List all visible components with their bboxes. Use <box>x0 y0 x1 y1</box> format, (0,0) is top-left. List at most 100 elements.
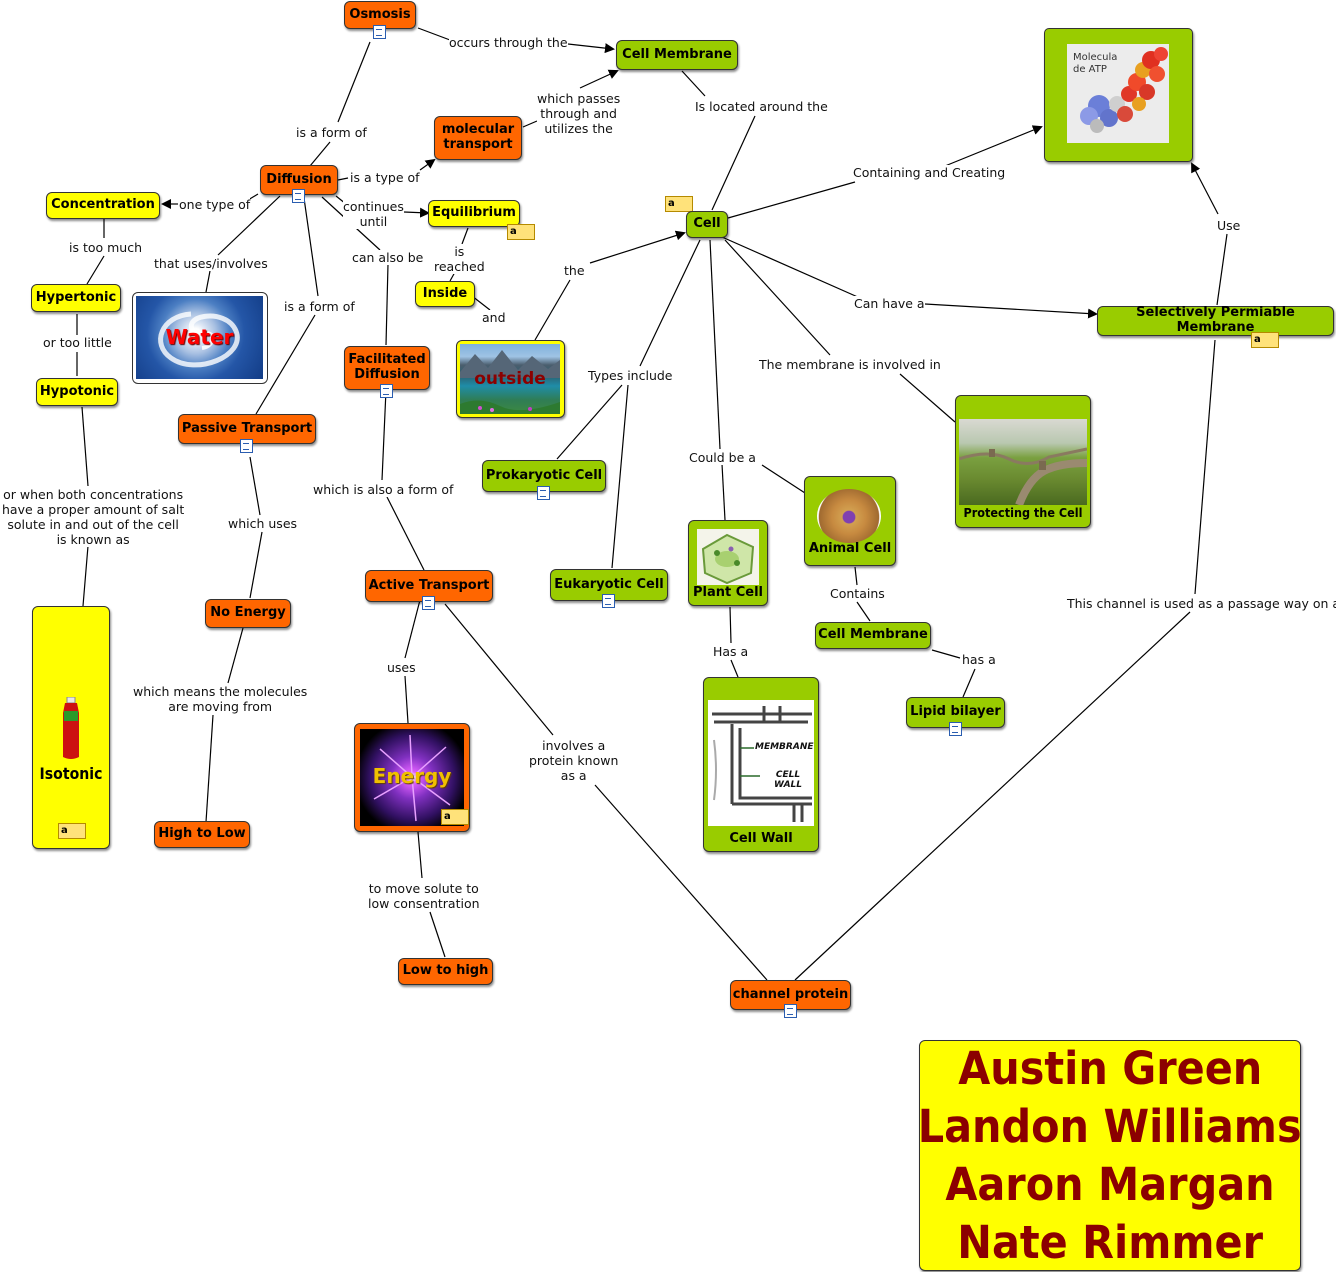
node-animal-cell[interactable]: Animal Cell <box>804 476 896 566</box>
label-types-include: Types include <box>588 368 673 383</box>
node-cell-wall[interactable]: MEMBRANE CELL WALL Cell Wall <box>703 677 819 852</box>
node-cell[interactable]: Cell <box>686 211 728 238</box>
node-no-energy[interactable]: No Energy <box>205 599 291 628</box>
author-name: Aaron Margan <box>945 1157 1275 1211</box>
link-whichuses-noenergy <box>249 531 263 599</box>
node-hypertonic[interactable]: Hypertonic <box>31 284 121 312</box>
node-outside[interactable]: outside <box>456 340 565 418</box>
link-cellmem-hasa2 <box>931 649 961 659</box>
node-cell-membrane-top[interactable]: Cell Membrane <box>616 40 738 70</box>
cell-note-icon[interactable]: a <box>665 196 693 212</box>
label-is-a-type-of: is a type of <box>350 170 420 185</box>
link-spm-channelused <box>1194 339 1216 595</box>
node-molecular-transport[interactable]: molecular transport <box>434 116 522 160</box>
node-molecula-atp[interactable]: Molecula de ATP <box>1044 28 1193 162</box>
label-and: and <box>482 310 506 325</box>
link-facdiff-whichalso <box>381 389 387 481</box>
author-name: Nate Rimmer <box>957 1215 1263 1269</box>
node-plant-cell[interactable]: Plant Cell <box>688 520 768 606</box>
label-occurs-through-the: occurs through the <box>449 35 568 50</box>
node-osmosis[interactable]: Osmosis <box>344 1 416 29</box>
node-high-to-low[interactable]: High to Low <box>154 821 250 848</box>
channel-protein-doc-icon[interactable] <box>784 1004 797 1018</box>
label-has-a-2: has a <box>962 652 996 667</box>
eukaryotic-doc-icon[interactable] <box>602 594 615 608</box>
link-containing-atp <box>944 125 1043 167</box>
spm-note-icon[interactable]: a <box>1251 332 1279 348</box>
authors-box: Austin Green Landon Williams Aaron Marga… <box>918 1040 1302 1271</box>
label-which-means: which means the molecules are moving fro… <box>133 684 308 714</box>
link-tomove-low <box>429 911 446 958</box>
label-is-a-form-of-2: is a form of <box>284 299 355 314</box>
equilibrium-note-icon[interactable]: a <box>507 224 535 240</box>
passive-doc-icon[interactable] <box>240 439 253 453</box>
link-orwhen-isotonic <box>82 545 89 607</box>
link-active-involves <box>444 603 554 736</box>
atp-molecule-drawing <box>1080 47 1168 133</box>
label-that-uses-involves: that uses/involves <box>154 256 268 271</box>
link-equil-isreached <box>461 227 469 245</box>
node-inside[interactable]: Inside <box>415 281 475 307</box>
node-concentration[interactable]: Concentration <box>46 192 160 219</box>
link-plant-hasa <box>729 606 732 644</box>
node-water[interactable]: Water <box>132 292 268 384</box>
label-the: the <box>564 263 585 278</box>
label-to-move-solute: to move solute to low consentration <box>368 881 480 911</box>
plasma-arcs <box>373 734 451 822</box>
label-has-a-1: Has a <box>713 644 749 659</box>
link-label-cell-membrane <box>567 43 615 54</box>
node-eukaryotic-cell[interactable]: Eukaryotic Cell <box>550 569 668 601</box>
label-continues-until: continues until <box>343 199 404 229</box>
link-use-atp <box>1191 162 1219 215</box>
node-facilitated-diffusion[interactable]: Facilitated Diffusion <box>344 346 430 390</box>
link-cell-containing <box>727 181 856 219</box>
node-selectively-permiable-membrane[interactable]: Selectively Permiable Membrane <box>1097 305 1334 336</box>
plant-cell-image <box>697 529 759 585</box>
protecting-the-cell-label: Protecting the Cell <box>963 505 1083 520</box>
cell-wall-drawing <box>712 706 812 822</box>
link-types-euk <box>611 384 629 569</box>
link-cell-types <box>639 239 701 367</box>
plant-cell-drawing <box>701 533 755 585</box>
link-type-moltrans <box>419 158 436 171</box>
node-isotonic[interactable]: Isotonic a <box>32 606 110 849</box>
label-or-when-both: or when both concentrations have a prope… <box>2 487 185 547</box>
prokaryotic-doc-icon[interactable] <box>537 486 550 500</box>
node-low-to-high[interactable]: Low to high <box>398 958 493 985</box>
node-equilibrium[interactable]: Equilibrium <box>428 200 520 227</box>
label-is-located-around-the: Is located around the <box>695 99 828 114</box>
node-cell-membrane-lower[interactable]: Cell Membrane <box>815 622 931 649</box>
link-active-uses <box>404 599 421 659</box>
label-is-reached: is reached <box>434 244 485 274</box>
hurricane-image: Water <box>136 296 263 379</box>
link-couldbe-plant <box>721 463 726 521</box>
active-doc-icon[interactable] <box>422 596 435 610</box>
energy-note-icon[interactable]: a <box>441 809 469 825</box>
link-diffusion-thatuses <box>217 195 281 256</box>
node-hypotonic[interactable]: Hypotonic <box>36 378 118 406</box>
diffusion-doc-icon[interactable] <box>292 189 305 203</box>
link-uses-energy <box>404 675 409 724</box>
label-which-passes: which passes through and utilizes the <box>537 91 621 136</box>
cell-wall-diagram-image: MEMBRANE CELL WALL <box>708 700 814 826</box>
link-channelused-protein <box>794 611 1191 981</box>
osmosis-doc-icon[interactable] <box>373 25 386 39</box>
label-contains: Contains <box>830 586 885 601</box>
node-active-transport[interactable]: Active Transport <box>365 570 493 602</box>
node-protecting-the-cell[interactable]: Protecting the Cell <box>955 395 1091 528</box>
link-the-cell <box>589 230 686 264</box>
link-whichalso-active <box>386 496 425 571</box>
link-membraneinv-protect <box>899 373 956 423</box>
lipid-doc-icon[interactable] <box>949 722 962 736</box>
link-cell-canhave <box>721 236 861 299</box>
isotonic-label: Isotonic <box>39 764 103 783</box>
node-diffusion[interactable]: Diffusion <box>260 165 338 195</box>
link-hasa2-lipid <box>962 668 976 698</box>
link-noenergy-whichmeans <box>227 627 244 684</box>
facilitated-doc-icon[interactable] <box>380 384 393 398</box>
isotonic-note-icon[interactable]: a <box>58 823 86 839</box>
label-is-a-form-of-1: is a form of <box>296 125 367 140</box>
link-toomuch-hyper <box>86 255 105 285</box>
link-diffusion-isaform2 <box>303 197 319 297</box>
